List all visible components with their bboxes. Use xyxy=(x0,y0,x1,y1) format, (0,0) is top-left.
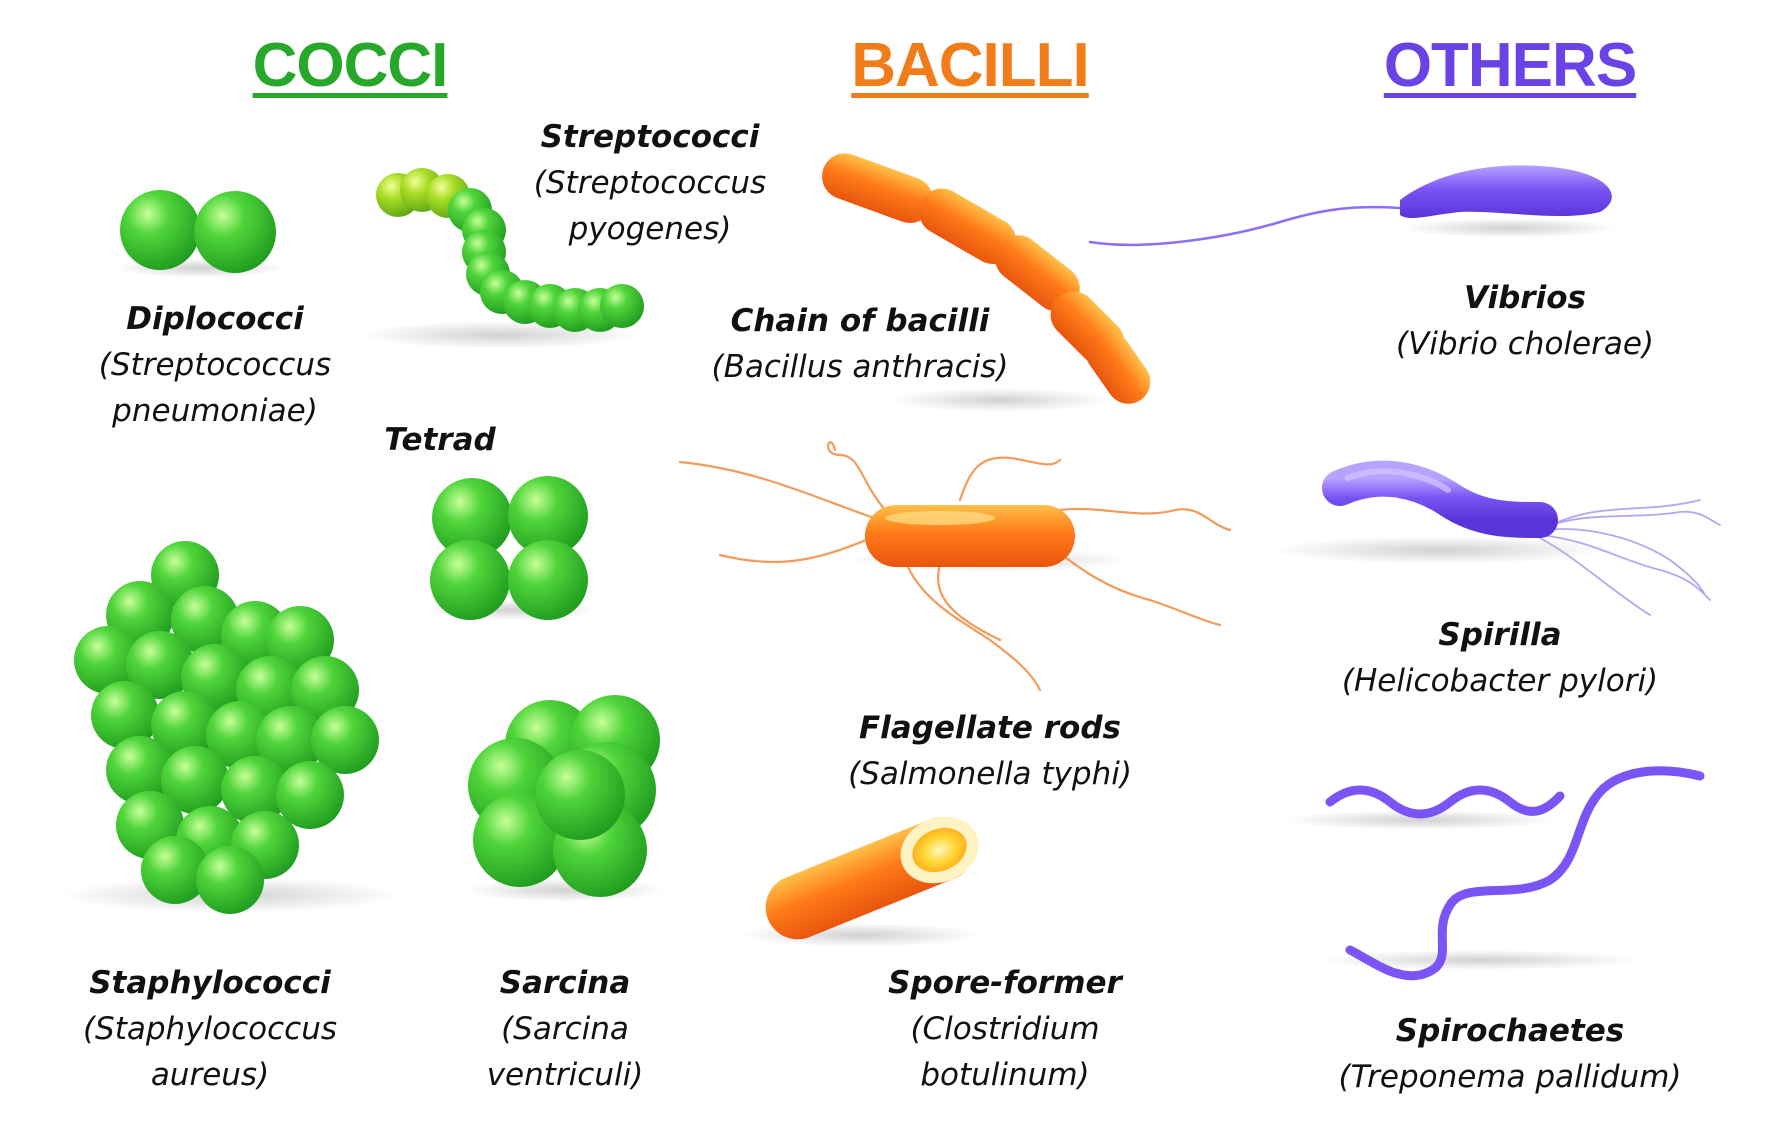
label-chain-of-bacilli-name: Chain of bacilli xyxy=(730,303,990,339)
label-spore-former-name: Spore-former xyxy=(888,965,1122,1001)
label-spore-former-species-line-1: (Clostridium xyxy=(910,1011,1100,1047)
label-streptococci-name: Streptococci xyxy=(540,119,760,155)
label-vibrios-name: Vibrios xyxy=(1464,280,1586,316)
label-staphylococci-species-line-2: aureus) xyxy=(150,1057,270,1093)
label-flagellate-rods: Flagellate rods (Salmonella typhi) xyxy=(820,705,1160,797)
label-vibrios: Vibrios (Vibrio cholerae) xyxy=(1380,275,1670,367)
label-spirilla-name: Spirilla xyxy=(1438,617,1562,653)
label-streptococci: Streptococci (Streptococcus pyogenes) xyxy=(500,114,800,252)
staphylococcus-cell xyxy=(141,836,209,904)
streptococci-illustration xyxy=(360,168,644,349)
label-spirochaetes-name: Spirochaetes xyxy=(1395,1013,1625,1049)
label-staphylococci: Staphylococci (Staphylococcus aureus) xyxy=(55,960,365,1098)
staphylococci-illustration xyxy=(60,541,400,914)
heading-bacilli: BACILLI xyxy=(851,31,1090,100)
label-streptococci-species-line-1: (Streptococcus xyxy=(533,165,767,201)
label-sarcina: Sarcina (Sarcina ventriculi) xyxy=(445,960,685,1098)
staphylococcus-cell xyxy=(256,706,324,774)
label-spirilla: Spirilla (Helicobacter pylori) xyxy=(1330,612,1670,704)
label-diplococci-name: Diplococci xyxy=(126,301,304,337)
spirochaetes-illustration xyxy=(1280,766,1705,981)
label-staphylococci-name: Staphylococci xyxy=(89,965,331,1001)
staphylococcus-cell xyxy=(126,631,194,699)
sarcina-illustration xyxy=(465,695,665,902)
label-chain-of-bacilli-species: (Bacillus anthracis) xyxy=(711,349,1009,385)
diplococci-illustration xyxy=(115,190,285,278)
label-sarcina-name: Sarcina xyxy=(499,965,631,1001)
label-sarcina-species-line-2: ventriculi) xyxy=(486,1057,644,1093)
flagellate-rod-illustration xyxy=(678,441,1232,692)
label-chain-of-bacilli: Chain of bacilli (Bacillus anthracis) xyxy=(700,298,1020,390)
chain-of-bacilli-illustration xyxy=(822,153,1151,412)
label-staphylococci-species-line-1: (Staphylococcus xyxy=(82,1011,338,1047)
heading-others: OTHERS xyxy=(1383,31,1637,100)
label-spore-former-species-line-2: botulinum) xyxy=(920,1057,1090,1093)
label-sarcina-species-line-1: (Sarcina xyxy=(501,1011,629,1047)
staphylococcus-cell xyxy=(311,706,379,774)
label-spore-former: Spore-former (Clostridium botulinum) xyxy=(860,960,1150,1098)
vibrio-illustration xyxy=(1088,165,1620,247)
heading-cocci: COCCI xyxy=(252,31,449,100)
label-tetrad-name: Tetrad xyxy=(384,422,496,458)
label-spirochaetes: Spirochaetes (Treponema pallidum) xyxy=(1320,1008,1700,1100)
staphylococcus-cell xyxy=(276,761,344,829)
staphylococcus-cell xyxy=(151,691,219,759)
staphylococcus-cell xyxy=(106,736,174,804)
label-spirilla-species: (Helicobacter pylori) xyxy=(1341,663,1659,699)
label-spirochaetes-species: (Treponema pallidum) xyxy=(1338,1059,1682,1095)
streptococcus-cell xyxy=(600,284,644,328)
label-flagellate-rods-species: (Salmonella typhi) xyxy=(848,756,1132,792)
spore-former-illustration xyxy=(740,816,980,947)
staphylococcus-cell xyxy=(221,756,289,824)
label-diplococci-species-line-2: pneumoniae) xyxy=(112,393,318,429)
label-diplococci-species-line-1: (Streptococcus xyxy=(98,347,332,383)
label-tetrad: Tetrad xyxy=(360,417,520,463)
staphylococcus-cell xyxy=(196,846,264,914)
label-vibrios-species: (Vibrio cholerae) xyxy=(1395,326,1655,362)
tetrad-illustration xyxy=(425,476,595,620)
label-flagellate-rods-name: Flagellate rods xyxy=(859,710,1121,746)
label-diplococci: Diplococci (Streptococcus pneumoniae) xyxy=(50,296,380,434)
spirilla-illustration xyxy=(1270,460,1721,616)
staphylococcus-cell xyxy=(161,746,229,814)
label-streptococci-species-line-2: pyogenes) xyxy=(568,211,732,247)
staphylococcus-cell xyxy=(206,701,274,769)
staphylococcus-cell xyxy=(74,626,142,694)
staphylococcus-cell xyxy=(91,681,159,749)
